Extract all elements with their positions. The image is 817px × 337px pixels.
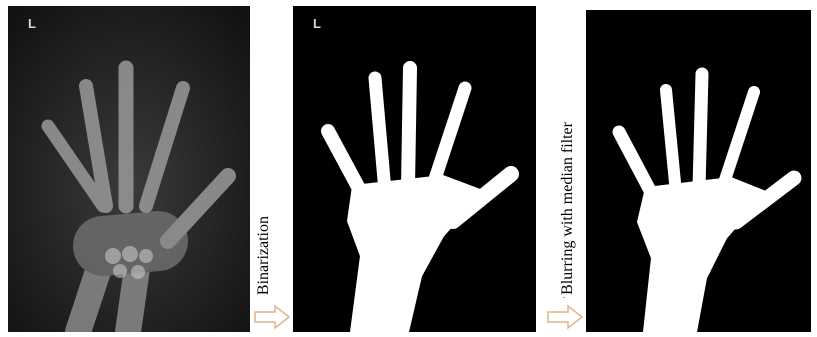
- right-arrow-icon: [546, 304, 584, 330]
- binarized-hand-image: [293, 6, 536, 332]
- stray-dot: .: [563, 290, 565, 300]
- median-filter-step-label: Blurring with median filter: [560, 122, 576, 295]
- right-arrow-icon: [253, 304, 291, 330]
- median-filtered-panel: [586, 10, 811, 332]
- binarization-step-label: Binarization: [256, 216, 272, 295]
- hand-xray-image: [8, 6, 250, 332]
- side-marker-label: L: [28, 16, 36, 31]
- binarized-panel: L: [293, 6, 536, 332]
- original-xray-panel: L: [8, 6, 250, 332]
- side-marker-label: L: [313, 16, 321, 31]
- smoothed-hand-image: [586, 10, 811, 332]
